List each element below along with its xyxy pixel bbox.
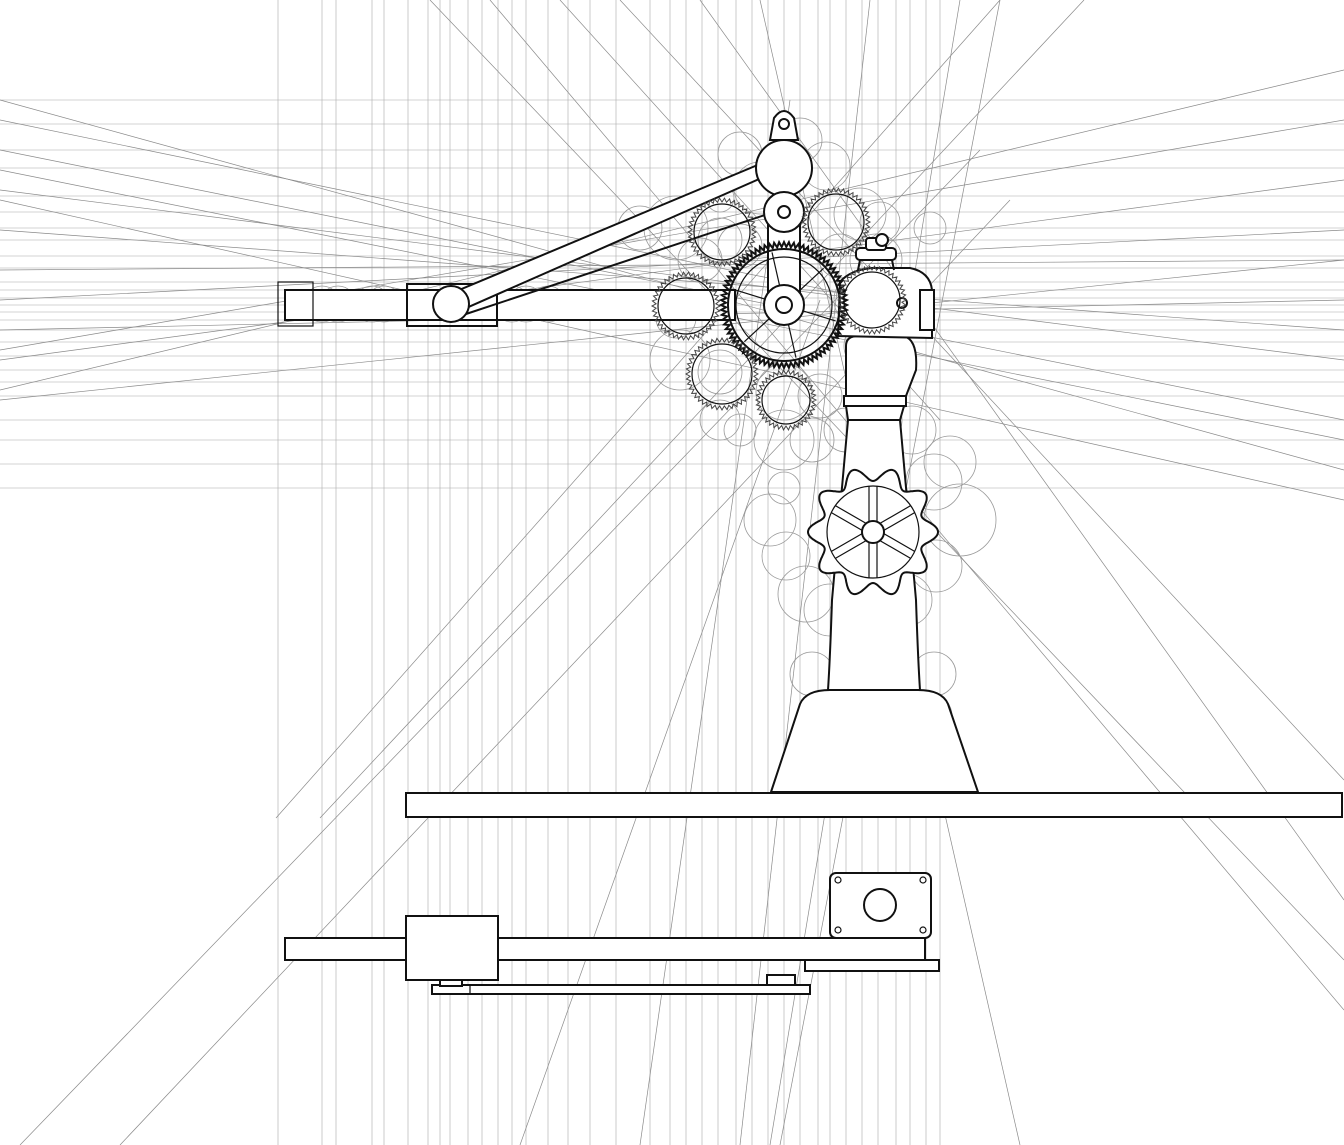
column-neck (844, 405, 906, 421)
guide-circle (923, 483, 997, 557)
guide-ray (0, 259, 1344, 271)
plan-base-strip (804, 959, 940, 972)
main-gear-inner-ring (735, 256, 833, 354)
guide-circle (677, 237, 723, 283)
guide-ray (639, 99, 791, 1145)
guide-ray (0, 119, 1344, 351)
guide-ray (0, 189, 1344, 361)
plan-mount-bore (863, 888, 897, 922)
arm-end-box (277, 281, 314, 327)
pedestal-foot (769, 689, 980, 793)
guide-circle (923, 435, 977, 489)
guide-circle (913, 211, 947, 245)
left-gear-rim (657, 277, 715, 335)
plan-rail-stop-right (766, 974, 796, 986)
upper-right-gear-teeth (800, 187, 872, 257)
upper-right-gear-rim (807, 193, 865, 251)
guide-ray (519, 299, 821, 1145)
guide-ray (0, 199, 1344, 501)
column-upper-body (845, 335, 918, 397)
guide-ray (0, 119, 901, 306)
main-drive-gear-teeth (718, 239, 850, 371)
main-gear-bore (775, 296, 793, 314)
left-gear-teeth (650, 271, 722, 341)
guide-circle (743, 493, 797, 547)
gear-train (650, 187, 908, 431)
lower-gear-rim (761, 375, 811, 425)
main-gear-spoke (798, 267, 825, 292)
head-housing (836, 267, 933, 340)
upper-left-gear-rim (693, 203, 751, 261)
arm-slide-block (406, 283, 498, 327)
column-collar (843, 395, 907, 407)
guide-ray (0, 149, 1344, 421)
guide-circle (697, 217, 743, 263)
lower-gear-teeth (754, 369, 818, 431)
guide-ray (0, 229, 1344, 331)
guide-ray (0, 69, 1344, 391)
guide-circle (789, 417, 835, 463)
guide-circle (777, 565, 835, 623)
lower-left-gear-rim (691, 343, 753, 405)
guide-ray (275, 0, 1001, 819)
right-gear-teeth (836, 265, 908, 335)
main-drive-gear-rim (727, 248, 841, 362)
head-knob-neck (857, 259, 895, 271)
guide-circle (755, 363, 813, 421)
handwheel-hub (861, 520, 885, 544)
head-side-plate (919, 289, 935, 331)
guide-circle (767, 471, 801, 505)
machine-plan-view (284, 872, 940, 995)
guide-ray (319, 0, 1085, 819)
guide-circle (697, 349, 743, 395)
top-crank-disc (755, 139, 813, 197)
plan-bolt-bl (834, 926, 842, 934)
top-lug-hole (778, 118, 790, 130)
plan-bolt-tl (834, 876, 842, 884)
upper-left-gear-teeth (686, 197, 758, 267)
guide-ray (619, 0, 1344, 781)
base-plate (405, 792, 1343, 818)
handwheel-inner-rim (826, 485, 920, 579)
guide-ray (0, 179, 1344, 361)
guide-circle (761, 531, 811, 581)
guide-circle (753, 409, 815, 471)
plan-arm (284, 937, 926, 961)
plan-bolt-tr (919, 876, 927, 884)
guide-ray (699, 0, 1344, 901)
plan-slide-block (405, 915, 499, 981)
plan-bolt-br (919, 926, 927, 934)
guide-circle (649, 329, 711, 391)
lower-left-gear-teeth (684, 336, 760, 412)
guide-circle (833, 187, 887, 241)
guide-circle (699, 399, 741, 441)
plan-rail (431, 984, 811, 995)
guide-circle (797, 373, 843, 419)
plan-rail-stop-left (439, 979, 463, 987)
main-arm (284, 289, 736, 321)
machine-elevation (277, 110, 1343, 818)
handwheel (806, 468, 940, 596)
right-gear-rim (843, 271, 901, 329)
link-top-pin (777, 205, 791, 219)
slide-pin (432, 285, 470, 323)
tie-rod-lower (465, 209, 781, 315)
head-knob-cap (875, 233, 889, 247)
guide-circle (723, 413, 757, 447)
